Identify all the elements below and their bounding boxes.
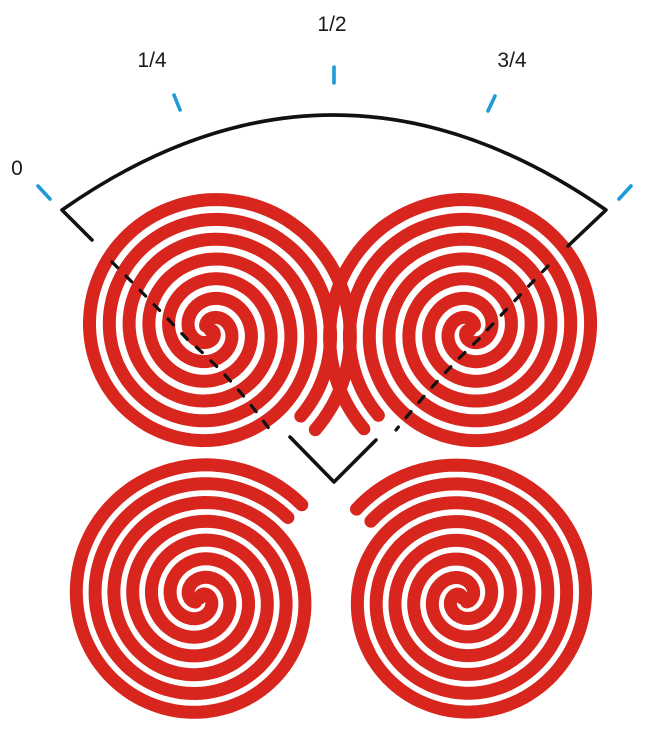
tick-label-0: 0: [11, 157, 23, 180]
spiral-layer: [69, 193, 598, 719]
spiral-bottom-left-arm-b: [88, 477, 295, 700]
tick-mark-three-quarter: [486, 94, 497, 113]
tick-mark-quarter: [172, 93, 182, 112]
bottom-v-connector: [288, 435, 378, 484]
tick-label-quarter: 1/4: [137, 49, 167, 72]
scale-ticks: 0 1/4 1/2 3/4 1: [11, 13, 645, 201]
spiral-top-left-arm-a: [83, 193, 357, 448]
tick-label-three-quarter: 3/4: [497, 49, 527, 72]
spiral-bottom-right-arm-a: [350, 458, 592, 719]
measure-lines: [60, 113, 608, 484]
spiral-bottom-left-arm-a: [69, 458, 312, 719]
right-dashed-path: [394, 264, 550, 432]
spiral-top-left-arm-b: [102, 212, 337, 428]
tick-label-half: 1/2: [317, 13, 346, 36]
spiral-bottom-right-arm-b: [364, 477, 574, 700]
spiral-top-right-arm-b: [342, 212, 578, 428]
tick-mark-0: [36, 184, 52, 201]
measure-arc: [60, 113, 608, 248]
tick-mark-1: [617, 184, 633, 201]
left-dashed-path: [110, 260, 272, 432]
